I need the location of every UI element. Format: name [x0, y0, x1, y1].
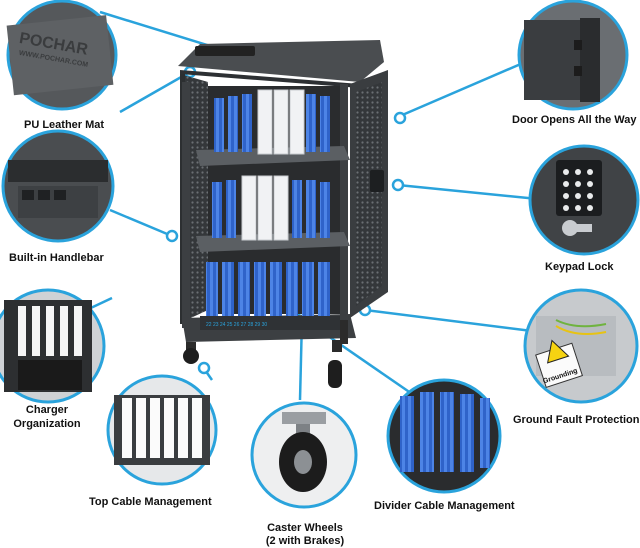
cart-wheels: [183, 320, 348, 388]
label-charger-organization-2: Organization: [13, 418, 81, 430]
inset-divider-cable-management: [386, 378, 502, 494]
label-ground-fault-protection: Ground Fault Protection: [513, 414, 640, 426]
svg-text:22 23 24 25 26: 22 23 24 25 26 27 28 29 30: [206, 322, 267, 328]
label-charger-organization-1: Charger: [25, 404, 69, 416]
inset-caster-wheels: [250, 401, 358, 509]
inset-keypad-lock: [528, 144, 640, 256]
label-pu-leather-mat: PU Leather Mat: [24, 119, 105, 131]
shelf-top: [214, 89, 330, 155]
label-caster-wheels-2: (2 with Brakes): [265, 535, 345, 547]
label-built-in-handlebar: Built-in Handlebar: [9, 252, 104, 264]
inset-pu-leather-mat: POCHAR WWW.POCHAR.COM: [6, 0, 118, 111]
label-keypad-lock: Keypad Lock: [545, 261, 614, 273]
label-caster-wheels-1: Caster Wheels: [267, 522, 343, 534]
inset-ground-fault: Grounding: [523, 288, 639, 404]
label-door-opens-all-the-way: Door Opens All the Way: [512, 114, 637, 126]
charging-cart: 22 23 24 25 26 27 28 29 30: [178, 40, 388, 388]
label-divider-cable-management: Divider Cable Management: [374, 500, 515, 512]
inset-top-cable-management: [106, 374, 218, 486]
label-top-cable-management: Top Cable Management: [89, 496, 212, 508]
inset-handlebar: [1, 129, 115, 243]
slot-numbers: 22 23 24 25 26 27 28 29 30: [206, 322, 267, 328]
inset-door-open: [517, 0, 629, 111]
inset-charger-organization: [0, 288, 106, 404]
shelf-middle: [212, 175, 330, 241]
shelf-bottom: [206, 262, 330, 316]
